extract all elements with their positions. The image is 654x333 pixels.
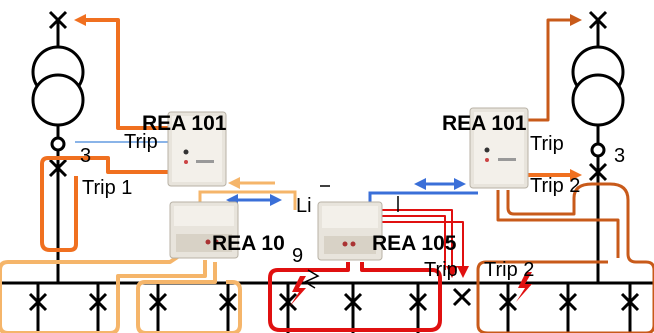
feeder-breaker-icons xyxy=(28,292,640,312)
rea105-label: REA 105 xyxy=(372,232,457,255)
right-top-breaker-icon xyxy=(588,10,608,30)
feeder-breaker-icon xyxy=(343,292,363,312)
trip2-label-mid: Trip 2 xyxy=(484,259,534,281)
feeder-breaker-icon xyxy=(558,292,578,312)
feeder-breaker-icon xyxy=(408,292,428,312)
left-feeder xyxy=(31,10,85,283)
right-feeder xyxy=(571,10,625,283)
right-trip-loops xyxy=(476,14,654,333)
bus-coupler-breaker-icon xyxy=(452,287,472,307)
outgoing-feeders xyxy=(36,283,632,333)
rea10-label: REA 10 xyxy=(212,232,285,255)
rea105-unit xyxy=(317,201,383,261)
number-3-right: 3 xyxy=(614,145,625,167)
right-transformer-icon xyxy=(571,45,625,127)
arc-flash-icon xyxy=(516,272,532,302)
left-top-breaker-icon xyxy=(48,10,68,30)
peach-comm-loop xyxy=(198,190,297,210)
peach-arrow-icon xyxy=(228,177,275,189)
left-mid-breaker-icon xyxy=(48,158,68,178)
trip2-label-right: Trip 2 xyxy=(530,175,580,197)
rea101-right-label: REA 101 xyxy=(442,112,527,135)
feeder-breaker-icon xyxy=(28,292,48,312)
li-label: Li xyxy=(296,195,312,217)
trip-label-mid: Trip xyxy=(424,259,458,281)
feeder-breaker-icon xyxy=(218,292,238,312)
fault-wire xyxy=(303,269,320,289)
left-trip-loops xyxy=(0,14,242,333)
rea101-left-label: REA 101 xyxy=(142,112,227,135)
rea101-right-unit xyxy=(469,107,529,189)
left-ct-icon xyxy=(50,136,66,152)
arc-flash-icon xyxy=(290,276,306,306)
trip-label-right-top: Trip xyxy=(530,133,564,155)
feeder-breaker-icon xyxy=(278,292,298,312)
rea101-left-unit xyxy=(167,111,227,187)
number-3-left: 3 xyxy=(80,145,91,167)
feeder-breaker-icon xyxy=(620,292,640,312)
left-transformer-icon xyxy=(31,45,85,127)
feeder-breaker-icon xyxy=(148,292,168,312)
right-ct-icon xyxy=(590,142,606,158)
trip1-label-left: Trip 1 xyxy=(82,177,132,199)
blue-comm-links xyxy=(226,178,478,206)
number-9: 9 xyxy=(292,245,303,267)
feeder-breaker-icon xyxy=(88,292,108,312)
feeder-breaker-icon xyxy=(498,292,518,312)
trip-label-left-top: Trip xyxy=(124,131,158,153)
rea10-unit xyxy=(169,201,239,259)
right-mid-breaker-icon xyxy=(588,162,608,182)
